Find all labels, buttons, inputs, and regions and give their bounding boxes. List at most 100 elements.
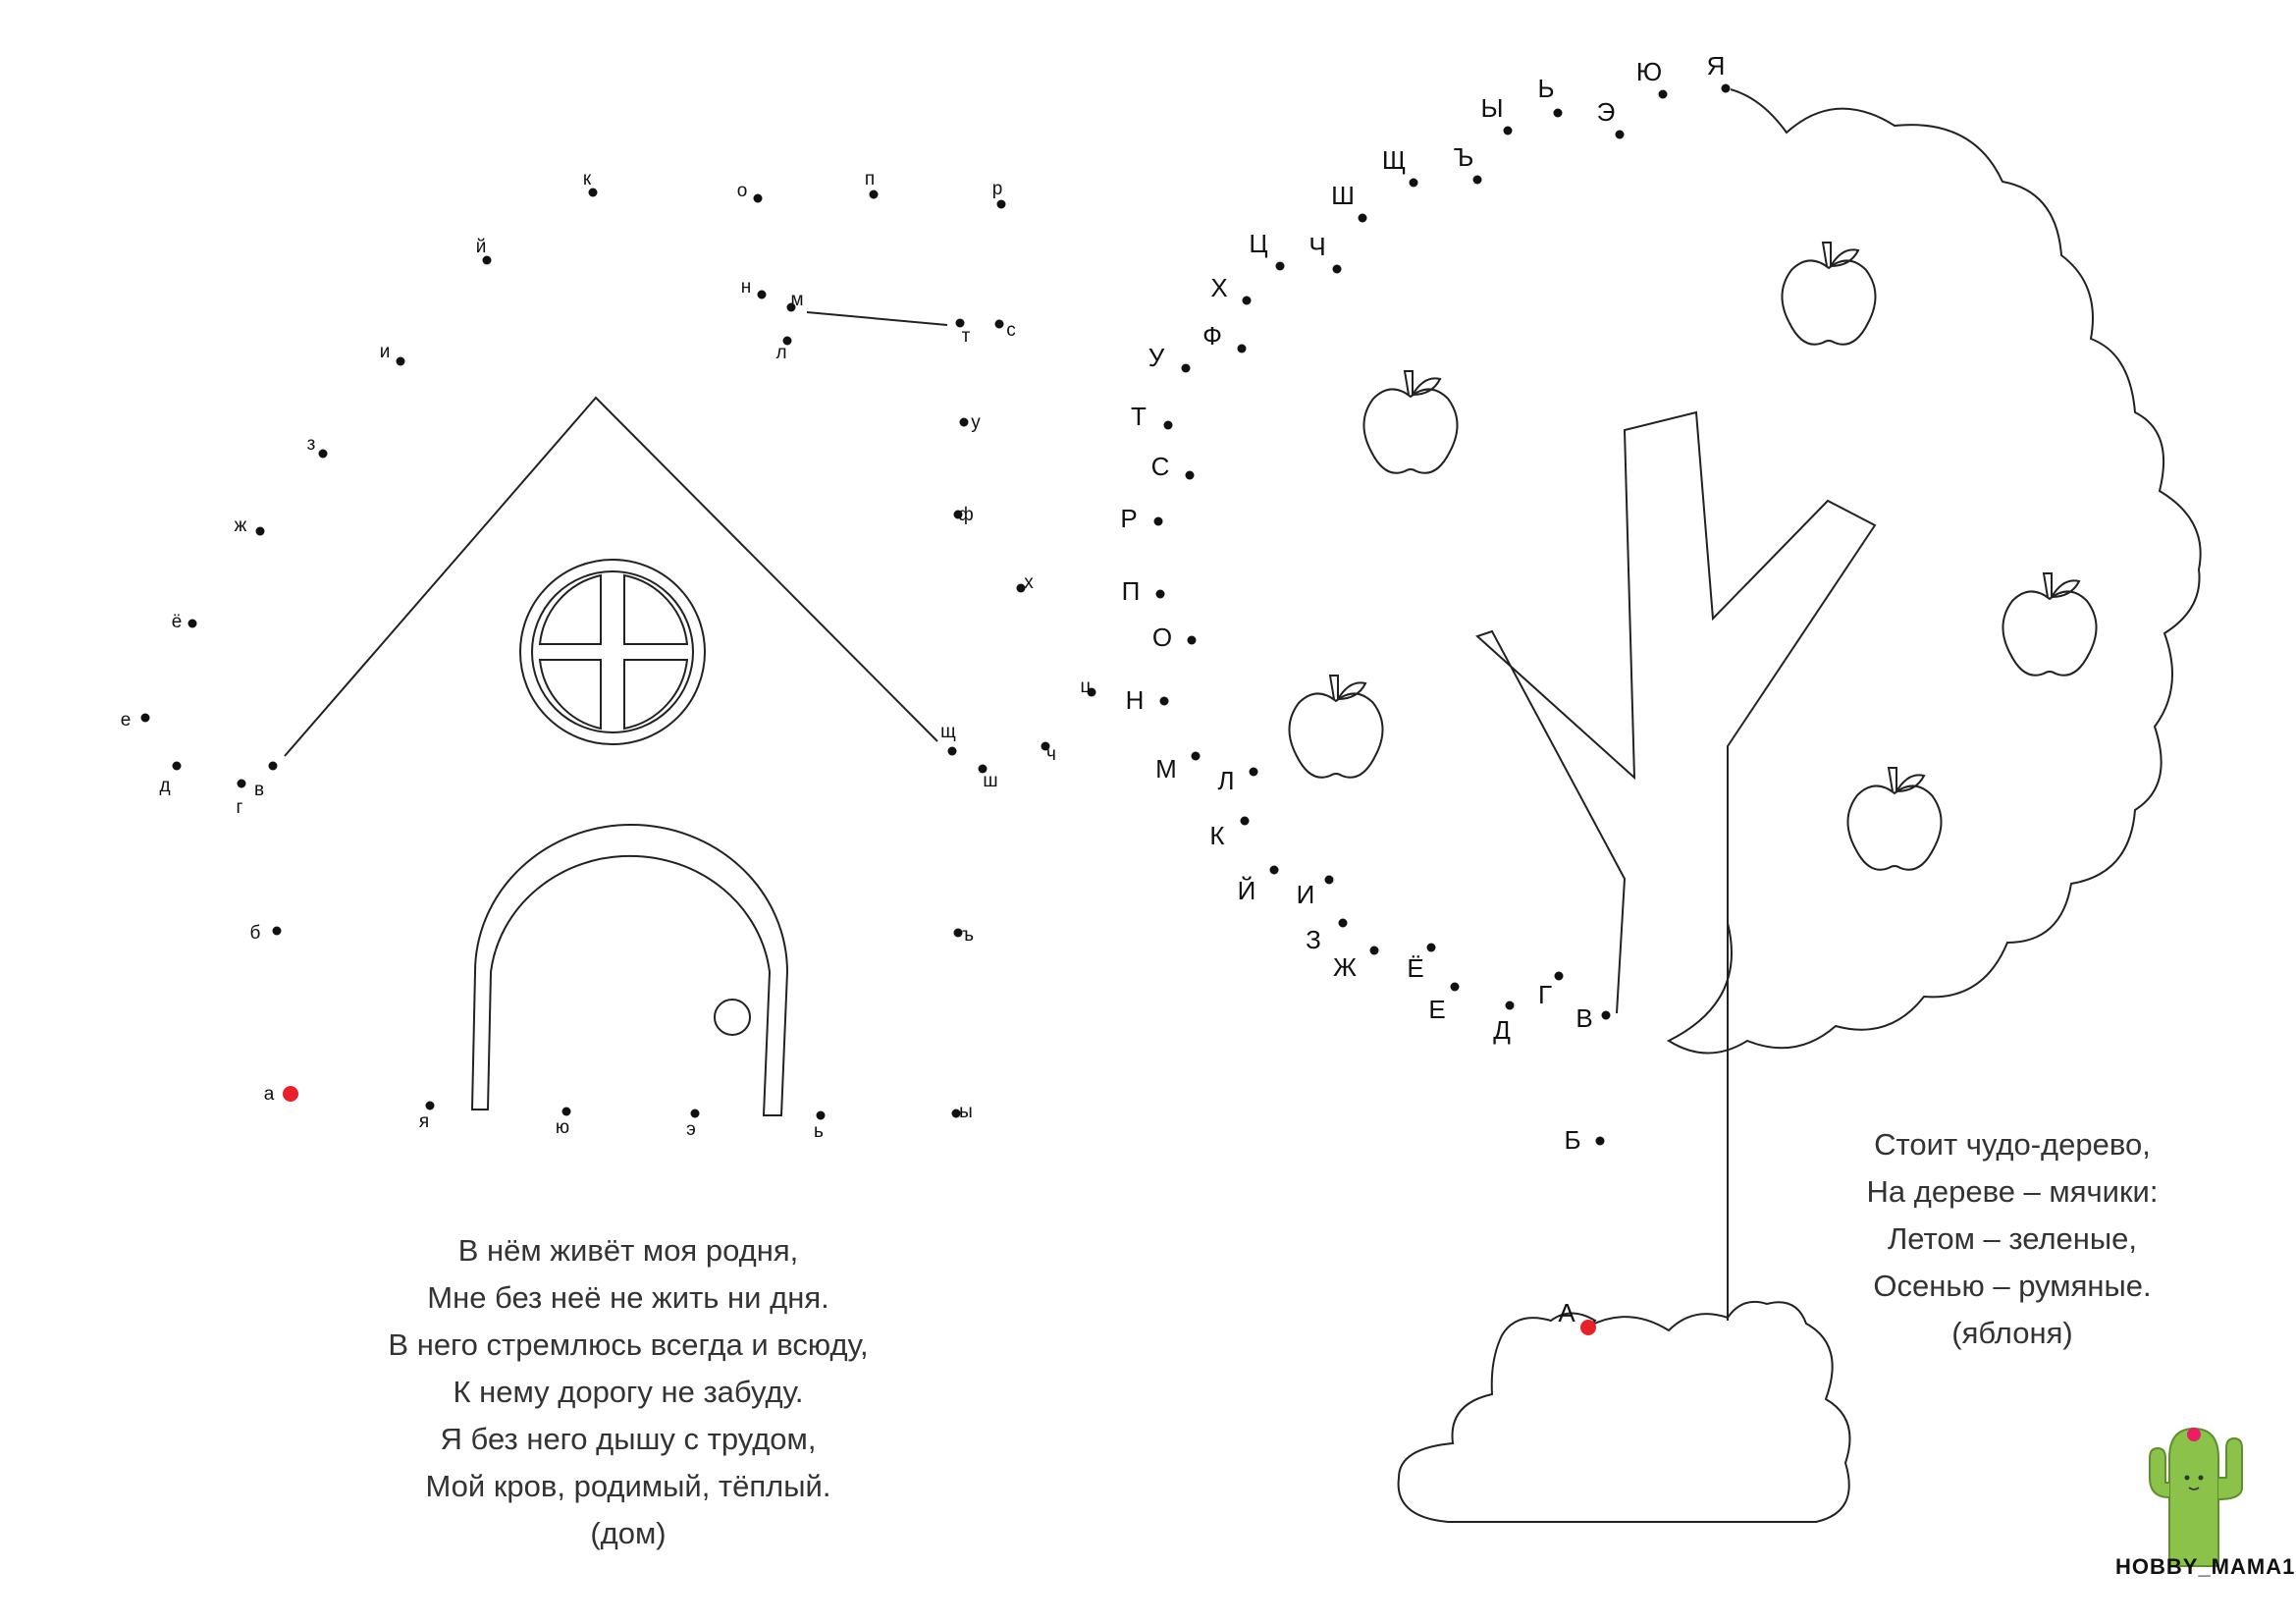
tree-dot-label: Й (1238, 876, 1256, 905)
tree-dot (1269, 865, 1279, 875)
apple-icon (1288, 675, 1384, 779)
riddle-line: (дом) (590, 1516, 667, 1550)
house-dot (255, 526, 265, 536)
riddle-line: К нему дорогу не забуду. (453, 1375, 804, 1409)
tree-dot (1358, 213, 1367, 223)
tree-dot-label: Ж (1333, 952, 1357, 982)
house-dot (869, 189, 879, 199)
tree-dot (1240, 816, 1250, 826)
tree-dot (1658, 89, 1668, 99)
tree-dot (1409, 178, 1418, 188)
house-dot-label: й (476, 237, 487, 257)
tree-dot (1163, 420, 1173, 430)
tree-dot-label: Ь (1537, 74, 1554, 103)
house-roof (284, 396, 938, 757)
house-dot (1016, 583, 1026, 593)
house-dot-label: ш (983, 771, 997, 791)
house-dot-label: т (962, 326, 971, 347)
tree-dot (1615, 130, 1625, 139)
house-dot (953, 928, 963, 938)
tree-dot-label: Ч (1308, 232, 1325, 261)
riddle-line: Мне без неё не жить ни дня. (427, 1280, 829, 1315)
tree-dot (1450, 982, 1460, 992)
house-dot (753, 193, 763, 203)
tree-dot (1338, 918, 1348, 928)
tree-dot-label: Ш (1331, 181, 1355, 210)
riddle-line: На дереве – мячики: (1866, 1174, 2159, 1209)
house-dot-label: б (250, 923, 261, 944)
tree-dot-label: М (1155, 754, 1177, 784)
riddle-line: Стоит чудо-дерево, (1874, 1127, 2151, 1162)
tree-dot (1159, 696, 1169, 706)
house-dot (951, 1109, 961, 1118)
house-dot (237, 779, 246, 788)
house-dot-label: ц (1081, 677, 1092, 697)
house-dot-label: ч (1046, 744, 1056, 765)
house-roof-segment (806, 311, 948, 326)
tree-dot-label: Д (1493, 1015, 1511, 1045)
tree-dot (1332, 264, 1342, 274)
house-dot-label: л (775, 343, 786, 363)
house-dot-label: я (419, 1111, 429, 1132)
house-dot-label: ъ (962, 925, 974, 946)
tree-dot-label: А (1558, 1298, 1575, 1327)
tree-dot-label: Ю (1636, 57, 1662, 86)
tree-dot-label: Е (1428, 995, 1445, 1024)
tree-dot (1153, 516, 1163, 526)
house-dot-label: в (254, 780, 264, 800)
door-knob (714, 999, 751, 1036)
apple-icon (1362, 370, 1459, 474)
house-dot-label: ю (556, 1117, 569, 1138)
tree-dot-label: З (1306, 925, 1321, 954)
house-dot (955, 318, 965, 328)
tree-dot (1721, 83, 1731, 93)
tree-dot (1324, 875, 1334, 885)
house-dot-label: э (686, 1119, 696, 1140)
house-dot (996, 199, 1006, 209)
riddle-line: Мой кров, родимый, тёплый. (425, 1469, 831, 1503)
tree-dot (1237, 344, 1247, 353)
house-dot-label: е (121, 710, 132, 731)
house-dot-label: п (865, 169, 875, 189)
house-dot (782, 336, 792, 346)
house-start-dot (283, 1086, 298, 1102)
tree-dot (1595, 1136, 1605, 1146)
house-dot-label: у (971, 412, 981, 433)
house-dot-label: ф (958, 505, 974, 525)
house-dot-label: з (307, 434, 316, 455)
tree-dot-label: Ъ (1454, 142, 1474, 172)
tree-dot-label: Щ (1382, 145, 1406, 175)
house-dot-label: о (737, 181, 748, 201)
house-dot-label: г (237, 797, 243, 818)
tree-dot-label: С (1151, 452, 1170, 481)
house-dot-label: а (264, 1084, 275, 1105)
house-dot (268, 761, 278, 771)
house-dot-label: и (380, 342, 391, 362)
tree-dot-label: Г (1538, 980, 1552, 1009)
house-dot-label: ь (814, 1121, 824, 1142)
house-dot (978, 764, 988, 774)
house-dot-label: щ (940, 722, 956, 742)
riddle-line: Осенью – румяные. (1873, 1269, 2152, 1303)
tree-riddle: Стоит чудо-дерево,На дереве – мячики:Лет… (1836, 1121, 2189, 1357)
tree-dot (1369, 946, 1379, 955)
house-dot (561, 1107, 571, 1116)
house-dot (425, 1101, 435, 1110)
tree-dot (1181, 363, 1191, 373)
tree-dot-label: Ё (1407, 953, 1423, 983)
tree-dot-label: Б (1564, 1125, 1580, 1155)
tree-bush (1397, 1300, 1851, 1523)
tree-trunk (1475, 410, 1877, 1321)
house-dot (482, 255, 492, 265)
tree-dot-label: Ы (1480, 93, 1503, 123)
house-door (470, 824, 789, 1116)
tree-dot (1187, 635, 1197, 645)
house-dot-label: м (790, 290, 803, 310)
tree-dot (1472, 175, 1482, 185)
apple-icon (1846, 767, 1943, 871)
tree-dot (1185, 470, 1195, 480)
house-dot (588, 188, 598, 197)
